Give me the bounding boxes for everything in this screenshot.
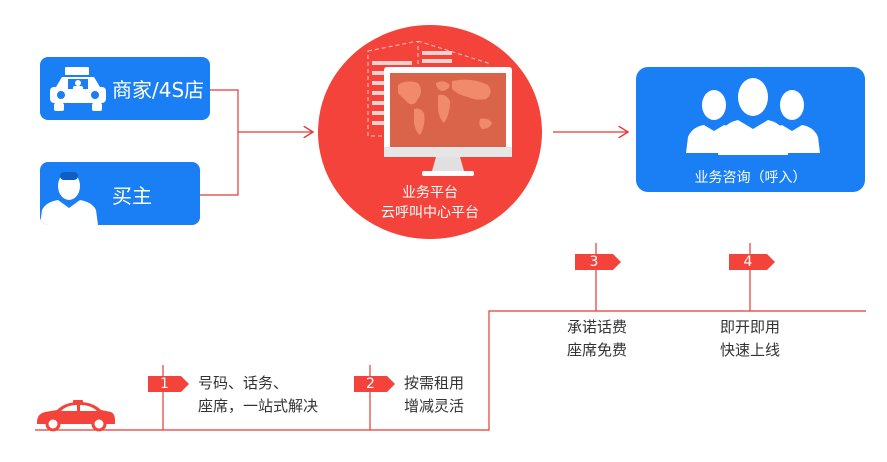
hub-subtitle: 云呼叫中心平台 bbox=[381, 205, 479, 221]
person-silhouette-icon bbox=[40, 172, 98, 225]
step-3-text: 承诺话费 座席免费 bbox=[567, 316, 627, 362]
step-2-text: 按需租用 增减灵活 bbox=[404, 372, 464, 418]
step-4-flag bbox=[729, 254, 775, 270]
step-2-number: 2 bbox=[366, 376, 375, 392]
source-card-buyer: 买主 bbox=[40, 162, 200, 225]
step-4-text: 即开即用 快速上线 bbox=[720, 316, 780, 362]
step-4-number: 4 bbox=[743, 254, 753, 270]
car-icon bbox=[37, 400, 115, 432]
hub-title: 业务平台 bbox=[402, 185, 458, 201]
step-1-flag bbox=[148, 376, 189, 392]
target-card-consultation: 业务咨询（呼入） bbox=[636, 67, 865, 192]
monitor-world-map-icon bbox=[384, 67, 512, 176]
source-card-merchant: 商家/4S店 bbox=[40, 57, 210, 120]
hub-platform: 业务平台 云呼叫中心平台 bbox=[318, 25, 542, 239]
taxi-icon bbox=[50, 67, 106, 111]
user-group-icon bbox=[686, 78, 820, 155]
step-1-text: 号码、话务、 座席，一站式解决 bbox=[198, 372, 318, 418]
step-3-flag bbox=[575, 254, 621, 270]
source-connector-bottom bbox=[200, 132, 239, 196]
step-2-line-2: 增减灵活 bbox=[404, 397, 465, 415]
step-4-line-2: 快速上线 bbox=[720, 341, 781, 359]
step-1-line-2: 座席，一站式解决 bbox=[198, 397, 319, 415]
step-3-line-1: 承诺话费 bbox=[567, 318, 628, 336]
step-2-flag bbox=[354, 376, 395, 392]
step-4-line-1: 即开即用 bbox=[720, 318, 781, 336]
source-label-buyer: 买主 bbox=[112, 184, 152, 208]
step-1-line-1: 号码、话务、 bbox=[198, 374, 289, 392]
target-label: 业务咨询（呼入） bbox=[694, 170, 807, 186]
source-label-merchant: 商家/4S店 bbox=[112, 78, 205, 102]
step-3-number: 3 bbox=[589, 254, 599, 270]
timeline-line bbox=[35, 310, 866, 431]
source-connector-top bbox=[210, 89, 239, 132]
step-1-number: 1 bbox=[160, 376, 169, 392]
step-3-line-2: 座席免费 bbox=[567, 341, 628, 359]
step-2-line-1: 按需租用 bbox=[404, 374, 465, 392]
